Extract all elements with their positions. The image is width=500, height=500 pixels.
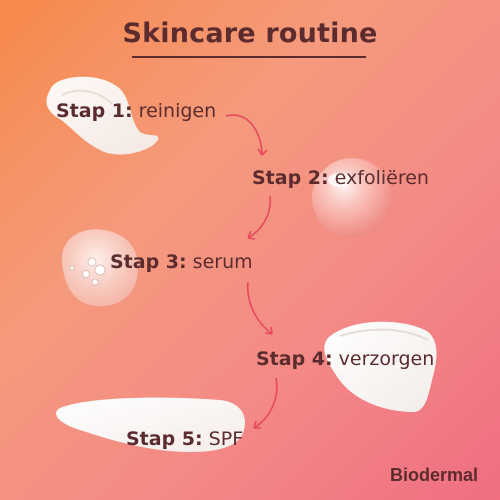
step-1-text: reinigen — [138, 100, 217, 122]
step-5-text: SPF — [208, 428, 244, 450]
spf-swatch-icon — [56, 397, 245, 452]
step-5-label: Stap 5: — [126, 428, 203, 450]
step-1-label: Stap 1: — [56, 100, 133, 122]
step-4-label: Stap 4: — [256, 348, 333, 370]
arrow-step1-to-step2 — [225, 114, 263, 156]
title-underline — [132, 56, 366, 58]
step-4: Stap 4: verzorgen — [256, 348, 434, 370]
cream-swatch-icon — [324, 321, 437, 412]
flow-arrows — [225, 114, 278, 429]
brand-logo: Biodermal — [389, 465, 478, 485]
step-2-label: Stap 2: — [252, 167, 329, 189]
arrow-step4-to-step5 — [253, 377, 278, 429]
serum-drop-icon — [61, 229, 139, 307]
cleanser-swatch-icon — [46, 76, 159, 155]
step-5: Stap 5: SPF — [126, 428, 243, 450]
page-title: Skincare routine — [122, 18, 378, 49]
arrow-step3-to-step4 — [247, 281, 273, 335]
gel-drop-icon — [312, 158, 392, 238]
step-4-text: verzorgen — [338, 348, 435, 370]
step-2-text: exfoliëren — [334, 167, 429, 189]
arrow-step2-to-step3 — [247, 195, 272, 239]
step-3-label: Stap 3: — [110, 251, 187, 273]
step-1: Stap 1: reinigen — [56, 100, 216, 122]
step-2: Stap 2: exfoliëren — [252, 167, 429, 189]
step-3-text: serum — [192, 251, 253, 273]
step-3: Stap 3: serum — [110, 251, 253, 273]
